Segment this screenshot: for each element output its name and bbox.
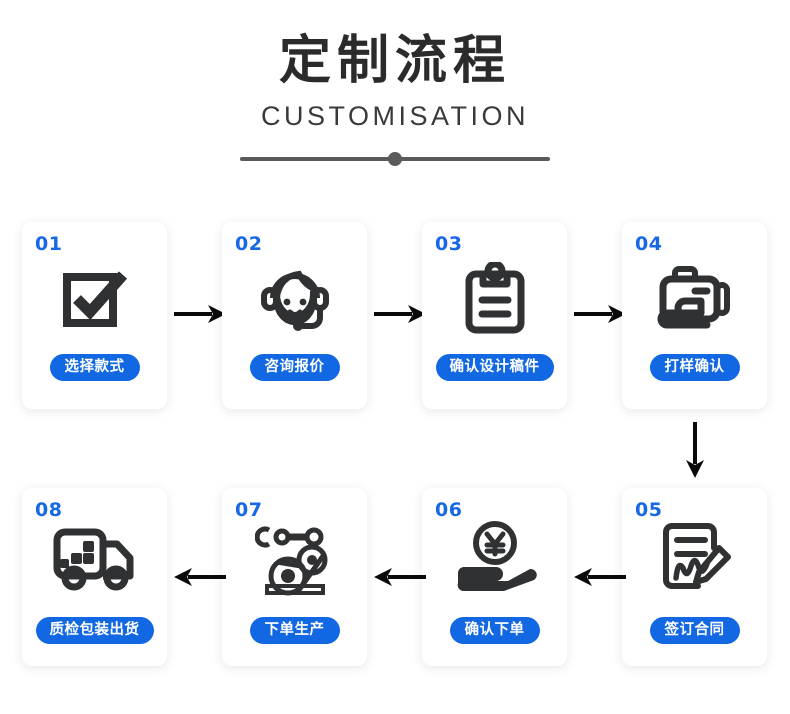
- step-label-button[interactable]: 确认下单: [449, 617, 540, 644]
- divider-dot: [388, 152, 402, 166]
- flow-step-card-07[interactable]: 07 下单生产: [222, 488, 367, 666]
- delivery-truck-icon: [22, 516, 167, 602]
- arrow-right-icon: [572, 302, 628, 326]
- flow-step-card-06[interactable]: 06 确认下单: [422, 488, 567, 666]
- step-number: 07: [235, 499, 263, 521]
- step-label-button[interactable]: 确认设计稿件: [435, 354, 554, 381]
- flow-step-card-04[interactable]: 04 打样确认: [622, 222, 767, 409]
- step-number: 03: [435, 233, 463, 255]
- step-label-button[interactable]: 质检包装出货: [35, 617, 154, 644]
- contract-signing-icon: [622, 516, 767, 602]
- arrow-right-icon: [372, 302, 428, 326]
- page-title: 定制流程: [278, 31, 511, 91]
- flow-step-card-02[interactable]: 02 咨询报价: [222, 222, 367, 409]
- arrow-down-icon: [683, 420, 707, 480]
- flow-step-card-05[interactable]: 05 签订合同: [622, 488, 767, 666]
- step-label-button[interactable]: 打样确认: [649, 354, 740, 381]
- step-number: 02: [235, 233, 263, 255]
- arrow-left-icon: [172, 565, 228, 589]
- step-number: 06: [435, 499, 463, 521]
- flow-step-card-03[interactable]: 03 确认设计稿件: [422, 222, 567, 409]
- step-number: 05: [635, 499, 663, 521]
- step-number: 04: [635, 233, 663, 255]
- step-label-button[interactable]: 下单生产: [249, 617, 340, 644]
- headset-agent-icon: [222, 256, 367, 342]
- step-number: 01: [35, 233, 63, 255]
- flow-step-card-01[interactable]: 01 选择款式: [22, 222, 167, 409]
- arrow-left-icon: [372, 565, 428, 589]
- robot-arm-icon: [222, 516, 367, 602]
- step-label-button[interactable]: 选择款式: [49, 354, 140, 381]
- sewing-machine-icon: [622, 256, 767, 342]
- page-subtitle: CUSTOMISATION: [260, 101, 529, 131]
- step-label-button[interactable]: 签订合同: [649, 617, 740, 644]
- arrow-right-icon: [172, 302, 228, 326]
- arrow-left-icon: [572, 565, 628, 589]
- step-label-button[interactable]: 咨询报价: [249, 354, 340, 381]
- page-header: 定制流程 CUSTOMISATION: [0, 0, 790, 170]
- header-divider: [240, 148, 550, 170]
- hand-holding-yuan-coin-icon: [422, 516, 567, 602]
- clipboard-icon: [422, 256, 567, 342]
- checkbox-check-icon: [22, 256, 167, 342]
- step-number: 08: [35, 499, 63, 521]
- flow-step-card-08[interactable]: 08 质检包装出货: [22, 488, 167, 666]
- customisation-flow-diagram: 01 选择款式 02: [0, 222, 790, 682]
